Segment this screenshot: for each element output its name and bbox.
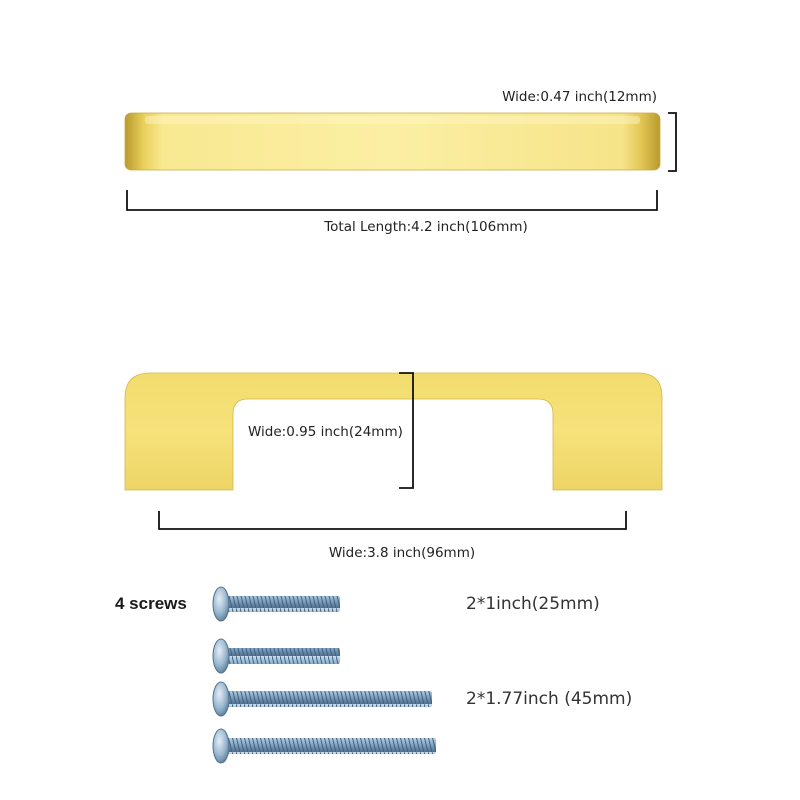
hole-spacing-label: Wide:3.8 inch(96mm): [329, 545, 475, 561]
handle-top-bar-highlight: [145, 116, 640, 124]
handle-top-view: [124, 112, 661, 171]
long-screws-label: 2*1.77inch (45mm): [466, 689, 632, 709]
side-height-bracket: [399, 372, 414, 489]
short-screw-1: [212, 586, 340, 622]
screws-title: 4 screws: [115, 594, 187, 613]
short-screws-label: 2*1inch(25mm): [466, 594, 600, 614]
top-width-label: Wide:0.47 inch(12mm): [502, 89, 657, 105]
handle-top-bar: [124, 112, 661, 171]
top-width-bracket: [668, 112, 677, 172]
handle-side-view: [124, 372, 663, 491]
side-height-label: Wide:0.95 inch(24mm): [248, 424, 403, 440]
hole-spacing-bracket: [158, 511, 627, 530]
total-length-label: Total Length:4.2 inch(106mm): [323, 219, 528, 235]
short-screw-2: [212, 638, 340, 674]
total-length-bracket: [126, 190, 658, 211]
long-screw-1: [212, 681, 432, 717]
long-screw-2: [212, 728, 436, 764]
